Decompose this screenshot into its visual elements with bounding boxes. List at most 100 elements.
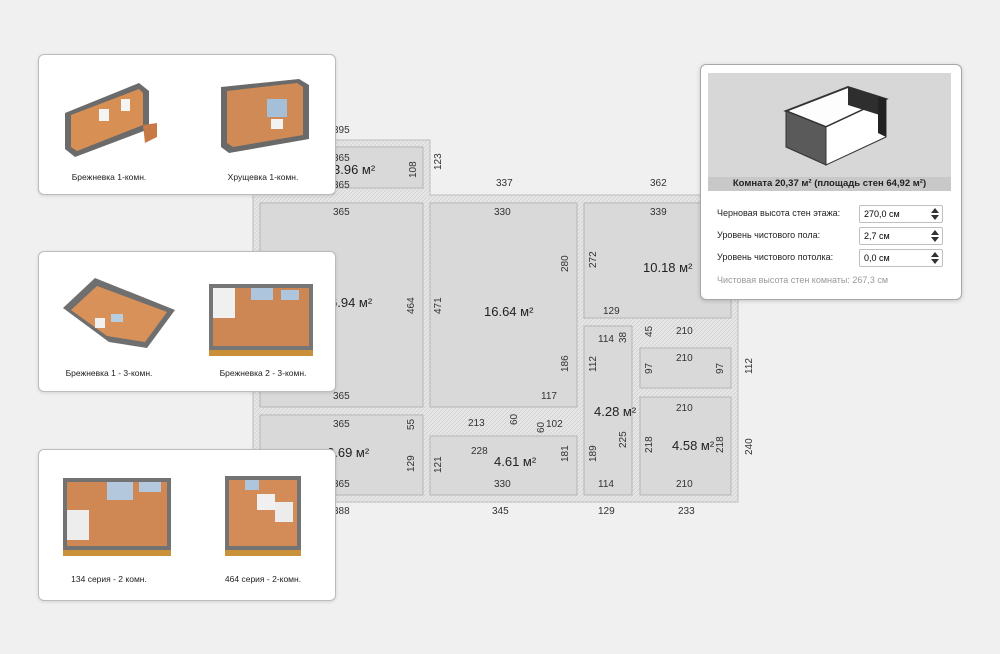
- dimension-label: 365: [333, 479, 350, 490]
- dimension-label: 112: [744, 358, 755, 374]
- dimension-label: 280: [560, 255, 571, 272]
- dimension-label: 272: [588, 251, 599, 268]
- apartment-3d-thumbnail[interactable]: [201, 268, 321, 368]
- spin-down-icon[interactable]: [931, 237, 939, 242]
- template-card: 134 серия - 2 комн. 464 серия - 2-комн.: [38, 449, 336, 601]
- plan-rooms: [259, 146, 732, 496]
- template-label[interactable]: Брежневка 1-комн.: [71, 172, 147, 182]
- room-bottom-right[interactable]: [639, 396, 732, 496]
- template-card: Брежневка 1-комн. Хрущевка 1-комн.: [38, 54, 336, 195]
- room-area-label: 3.96 м²: [333, 162, 376, 177]
- dimension-label: 337: [496, 178, 513, 189]
- room-area-label: 4.58 м²: [672, 438, 715, 453]
- room-area-label: 16.64 м²: [484, 304, 534, 319]
- template-label[interactable]: 134 серия - 2 комн.: [71, 574, 147, 584]
- dimension-label: 186: [560, 355, 571, 372]
- dimension-label: 45: [644, 325, 655, 337]
- dimension-label: 117: [541, 391, 557, 402]
- dimension-label: 218: [715, 436, 726, 453]
- dimension-label: 388: [333, 506, 350, 517]
- room-summary-title: Комната 20,37 м² (площадь стен 64,92 м²): [708, 177, 951, 191]
- dimension-labels: 395 365 365 123 108 337 362 365 330 339 …: [333, 125, 755, 517]
- dimension-label: 339: [650, 207, 667, 218]
- dimension-label: 181: [560, 445, 571, 462]
- room-small[interactable]: [583, 325, 633, 496]
- floor-level-stepper[interactable]: [859, 227, 943, 245]
- rough-height-row: Черновая высота стен этажа:: [717, 205, 945, 223]
- room-area-label: 4.28 м²: [594, 404, 637, 419]
- dimension-label: 210: [676, 403, 693, 414]
- dimension-label: 365: [333, 207, 350, 218]
- ceiling-level-input[interactable]: [860, 250, 924, 265]
- dimension-label: 228: [471, 446, 488, 457]
- room-area-label: 4.61 м²: [494, 454, 537, 469]
- spin-up-icon[interactable]: [931, 208, 939, 213]
- dimension-label: 218: [644, 436, 655, 453]
- dimension-label: 210: [676, 479, 693, 490]
- field-label: Уровень чистового потолка:: [717, 252, 834, 262]
- room-area-label: 6.69 м²: [327, 445, 370, 460]
- dimension-label: 365: [333, 153, 350, 164]
- dimension-label: 240: [744, 438, 755, 455]
- room-area-label: 6.94 м²: [330, 295, 373, 310]
- room-small-strip[interactable]: [639, 347, 732, 389]
- room-properties-panel: Комната 20,37 м² (площадь стен 64,92 м²)…: [700, 64, 962, 300]
- clear-height-result: Чистовая высота стен комнаты: 267,3 см: [717, 275, 889, 285]
- dimension-label: 60: [536, 421, 547, 433]
- apartment-3d-thumbnail[interactable]: [57, 268, 177, 368]
- dimension-label: 114: [598, 334, 614, 345]
- dimension-label: 102: [546, 419, 563, 430]
- field-label: Черновая высота стен этажа:: [717, 208, 841, 218]
- dimension-label: 365: [333, 419, 350, 430]
- room-3d-preview: [708, 73, 951, 177]
- template-label[interactable]: 464 серия - 2-комн.: [224, 574, 302, 584]
- dimension-label: 330: [494, 479, 511, 490]
- spin-up-icon[interactable]: [931, 230, 939, 235]
- room-center[interactable]: [429, 202, 578, 408]
- spin-buttons[interactable]: [930, 229, 940, 243]
- template-card: Брежневка 1 - 3-комн. Брежневка 2 - 3-ко…: [38, 251, 336, 392]
- dimension-label: 330: [494, 207, 511, 218]
- room-box-icon: [783, 85, 889, 166]
- dimension-label: 345: [492, 506, 509, 517]
- apartment-3d-thumbnail[interactable]: [201, 466, 321, 566]
- rough-height-input[interactable]: [860, 206, 924, 221]
- template-label[interactable]: Брежневка 2 - 3-комн.: [219, 368, 307, 378]
- apartment-3d-thumbnail[interactable]: [201, 69, 321, 169]
- dimension-label: 395: [333, 125, 350, 136]
- floor-level-input[interactable]: [860, 228, 924, 243]
- room-bottom-mid[interactable]: [429, 435, 578, 496]
- spin-buttons[interactable]: [930, 251, 940, 265]
- template-label[interactable]: Брежневка 1 - 3-комн.: [65, 368, 153, 378]
- spin-down-icon[interactable]: [931, 259, 939, 264]
- field-label: Уровень чистового пола:: [717, 230, 821, 240]
- rough-height-stepper[interactable]: [859, 205, 943, 223]
- dimension-label: 464: [406, 297, 417, 314]
- dimension-label: 362: [650, 178, 667, 189]
- template-label[interactable]: Хрущевка 1-комн.: [227, 172, 299, 182]
- apartment-3d-thumbnail[interactable]: [57, 69, 177, 169]
- dimension-label: 365: [333, 391, 350, 402]
- dimension-label: 38: [618, 331, 629, 343]
- floor-level-row: Уровень чистового пола:: [717, 227, 945, 245]
- dimension-label: 97: [644, 362, 655, 374]
- dimension-label: 114: [598, 479, 614, 490]
- dimension-label: 55: [406, 418, 417, 430]
- dimension-label: 97: [715, 362, 726, 374]
- spin-buttons[interactable]: [930, 207, 940, 221]
- ceiling-level-stepper[interactable]: [859, 249, 943, 267]
- dimension-label: 365: [333, 180, 350, 191]
- dimension-label: 112: [588, 356, 599, 372]
- dimension-label: 108: [408, 161, 419, 178]
- spin-down-icon[interactable]: [931, 215, 939, 220]
- dimension-label: 60: [509, 413, 520, 425]
- dimension-label: 233: [678, 506, 695, 517]
- spin-up-icon[interactable]: [931, 252, 939, 257]
- dimension-label: 123: [433, 153, 444, 170]
- dimension-label: 213: [468, 418, 485, 429]
- dimension-label: 471: [433, 297, 444, 314]
- dimension-label: 129: [406, 455, 417, 472]
- ceiling-level-row: Уровень чистового потолка:: [717, 249, 945, 267]
- apartment-3d-thumbnail[interactable]: [57, 466, 177, 566]
- dimension-label: 210: [676, 353, 693, 364]
